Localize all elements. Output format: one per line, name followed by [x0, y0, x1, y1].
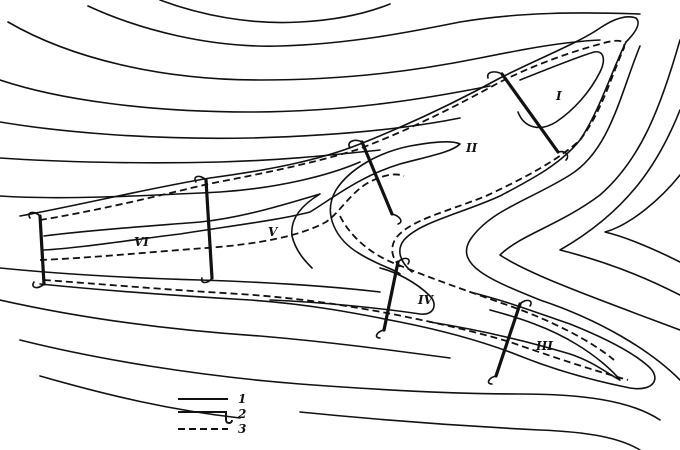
contour-line	[0, 299, 451, 359]
reservoir-label-iv: IV	[417, 293, 435, 307]
shoreline-lower-inner	[339, 215, 615, 361]
shoreline-middle	[39, 173, 405, 261]
valley-upper-lobe	[399, 41, 627, 273]
contour-line	[0, 117, 461, 140]
dam-hook	[348, 139, 363, 149]
legend-item-3: 3	[178, 422, 246, 436]
reservoir-labels: I II III IV V VI	[134, 89, 562, 353]
valley-island-iii	[429, 309, 621, 381]
contour-line	[0, 79, 491, 113]
reservoir-label-iii: III	[535, 339, 553, 353]
contour-line	[39, 375, 241, 419]
reservoir-label-ii: II	[465, 141, 478, 155]
dam-hook	[194, 175, 207, 183]
valley-lower-bank	[39, 283, 656, 390]
valley-middle-ridge	[43, 141, 461, 275]
legend-label-1: 1	[238, 392, 246, 406]
contour-line	[604, 174, 680, 263]
valley-outline	[19, 15, 656, 390]
dam-v	[204, 178, 214, 280]
dam-hook	[486, 71, 503, 79]
legend-symbol-hooked-line	[178, 411, 233, 424]
contour-line	[559, 109, 680, 296]
contour-line	[19, 339, 661, 421]
valley-island	[517, 50, 605, 129]
dams	[28, 71, 569, 385]
dam-i	[500, 72, 560, 154]
shoreline-lower	[43, 279, 629, 381]
contour-line	[87, 5, 641, 47]
legend: 1 2 3	[178, 392, 246, 436]
valley-upper-bank	[19, 15, 639, 217]
reservoir-label-v: V	[268, 225, 279, 239]
contour-line	[465, 45, 680, 381]
dam-hook	[32, 281, 45, 289]
legend-item-2: 2	[178, 407, 246, 424]
contour-line	[0, 267, 381, 293]
dam-iii	[494, 302, 522, 378]
dam-iv	[382, 260, 400, 332]
valley-island-iv	[269, 267, 435, 315]
contour-line	[499, 39, 680, 331]
shoreline-upper	[39, 39, 626, 269]
legend-item-1: 1	[178, 392, 246, 406]
reservoir-label-vi: VI	[134, 235, 149, 249]
contour-line	[0, 161, 361, 199]
legend-label-3: 3	[238, 422, 246, 436]
dam-hook	[519, 299, 532, 307]
reservoir-label-i: I	[555, 89, 562, 103]
valley-inner-ridge	[43, 193, 321, 269]
dam-hook	[397, 257, 410, 265]
contour-line	[0, 149, 381, 164]
dam-hook	[487, 375, 497, 385]
contour-line	[299, 411, 641, 450]
dam-ii	[360, 140, 394, 216]
contour-line	[159, 0, 391, 24]
dam-hook	[200, 277, 213, 284]
dam-vi	[38, 214, 46, 286]
dam-hook	[375, 329, 385, 339]
dam-hook	[391, 213, 402, 225]
contour-line	[7, 21, 601, 81]
dam-hook	[557, 150, 569, 161]
legend-label-2: 2	[237, 407, 246, 421]
dashed-shorelines	[39, 39, 629, 381]
dam-hook	[28, 211, 41, 219]
